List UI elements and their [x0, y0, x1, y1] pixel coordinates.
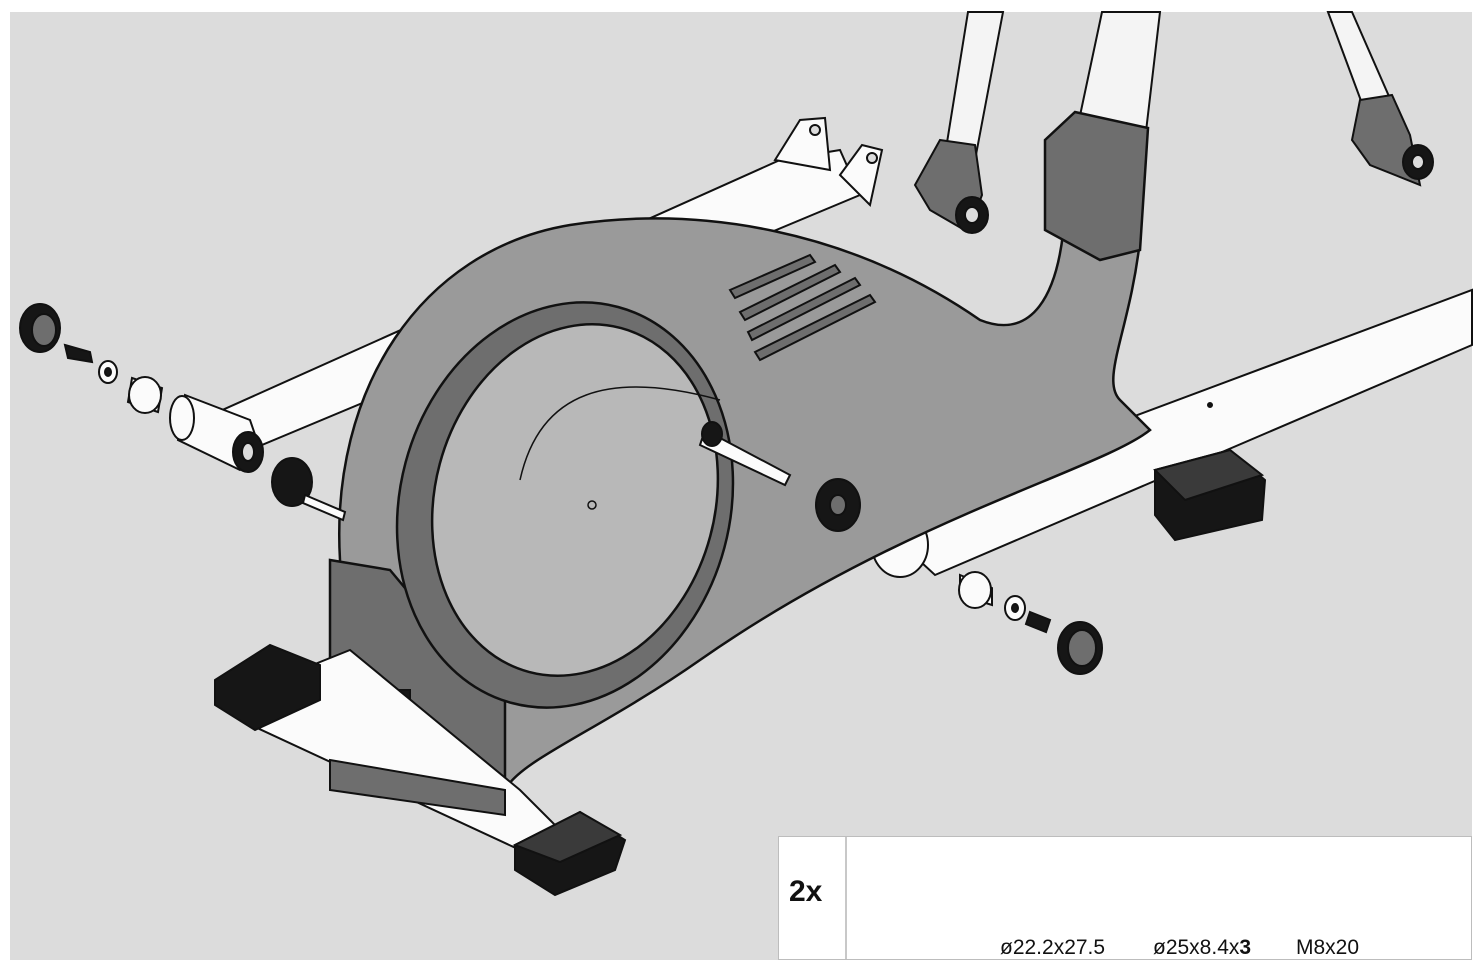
arm-bracket-left	[913, 138, 989, 234]
legend-quantity: 2x	[789, 875, 823, 908]
exploded-hardware-left	[19, 303, 347, 522]
label-spacer: ø22.2x27.5	[1000, 936, 1106, 959]
exploded-hardware-right	[815, 478, 1103, 675]
label-washer-suffix: 3	[1239, 936, 1252, 959]
arm-bracket-right	[1350, 93, 1434, 187]
legend-separator	[845, 837, 847, 959]
vent-slots	[728, 253, 877, 362]
label-washer-prefix: ø25x8.4x	[1153, 936, 1240, 959]
foot-right	[1153, 448, 1267, 542]
label-washer: ø25x8.4x3	[1153, 936, 1251, 960]
main-housing	[328, 110, 1152, 792]
crank-shaft	[698, 421, 792, 487]
rear-tube-end	[169, 393, 264, 473]
parts-legend: 2x	[778, 836, 1472, 960]
front-stabilizer	[214, 643, 627, 897]
label-bolt: M8x20	[1296, 936, 1360, 959]
